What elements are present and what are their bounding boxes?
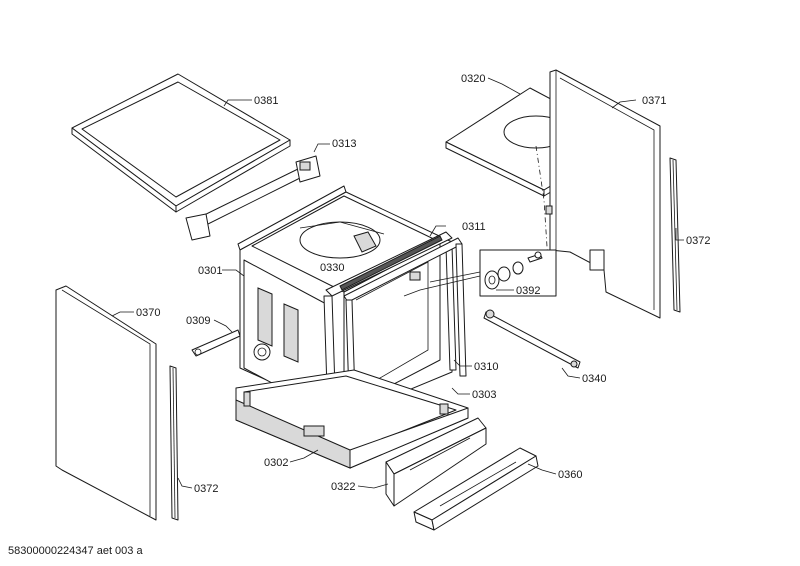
label-0313: 0313 (332, 138, 356, 150)
label-0311: 0311 (462, 221, 486, 233)
seal-strip-left-part (169, 365, 179, 521)
plinth-part (385, 417, 487, 507)
label-0381: 0381 (254, 95, 278, 107)
label-0330: 0330 (320, 262, 344, 274)
label-0322: 0322 (331, 481, 355, 493)
label-0301: 0301 (198, 265, 222, 277)
leader-lines (111, 77, 684, 489)
label-0360: 0360 (558, 469, 582, 481)
door-panel-left-part (55, 285, 157, 521)
label-0302: 0302 (264, 457, 288, 469)
base-unit-part (235, 369, 469, 469)
label-0372-right: 0372 (686, 235, 710, 247)
label-0340: 0340 (582, 373, 606, 385)
label-0303: 0303 (472, 389, 496, 401)
label-0372-left: 0372 (194, 483, 218, 495)
guide-rail-part (483, 309, 581, 369)
small-bracket-part (191, 329, 241, 357)
side-panel-right-part (535, 69, 661, 319)
small-parts-callout (403, 249, 557, 297)
label-0370: 0370 (136, 307, 160, 319)
seal-strip-right-part (669, 157, 681, 313)
drawing-reference-code: 58300000224347 aet 003 a (8, 545, 143, 557)
label-0320: 0320 (461, 73, 485, 85)
label-0309: 0309 (186, 315, 210, 327)
rail-bracket-part (185, 155, 321, 241)
label-0310: 0310 (474, 361, 498, 373)
worktop-cover-part (71, 73, 291, 213)
label-0371: 0371 (642, 95, 666, 107)
base-plate-part (413, 447, 539, 531)
part-number-labels: 0381 0313 0320 0371 0311 0301 0330 0392 … (136, 73, 710, 495)
label-0392: 0392 (516, 285, 540, 297)
